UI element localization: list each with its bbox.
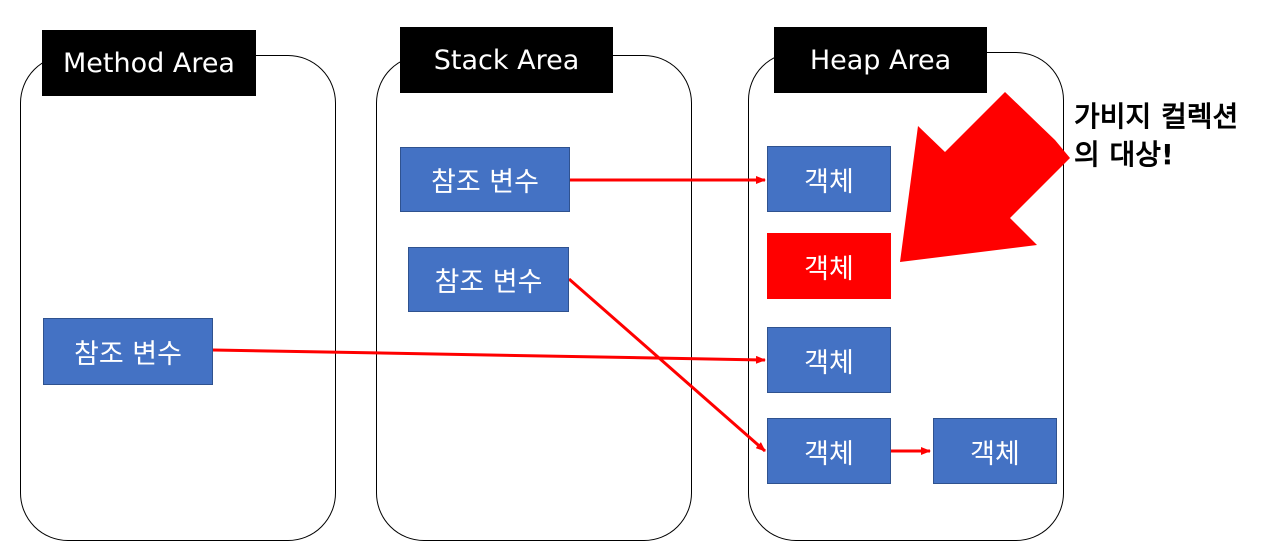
stack-area-label: Stack Area: [400, 27, 613, 93]
heap-object-4: 객체: [767, 418, 891, 484]
stack-ref-variable-2: 참조 변수: [408, 247, 569, 312]
method-area-container: [20, 55, 336, 541]
arrow-method-ref-to-object3: [212, 348, 766, 364]
heap-object-1: 객체: [767, 146, 891, 212]
arrow-stack-ref2-to-object4: [568, 277, 766, 453]
method-ref-variable: 참조 변수: [43, 318, 213, 385]
big-pointer-arrow: [900, 92, 1070, 262]
method-area-label: Method Area: [42, 30, 256, 96]
heap-area-label: Heap Area: [774, 27, 987, 93]
stack-ref-variable-1: 참조 변수: [400, 147, 570, 212]
garbage-collection-note: 가비지 컬렉션 의 대상!: [1074, 98, 1274, 174]
gc-note-line1: 가비지 컬렉션: [1074, 100, 1239, 133]
heap-object-3: 객체: [767, 327, 891, 393]
gc-note-line2: 의 대상!: [1074, 138, 1174, 171]
heap-object-garbage: 객체: [767, 233, 891, 299]
heap-object-5: 객체: [933, 418, 1057, 484]
